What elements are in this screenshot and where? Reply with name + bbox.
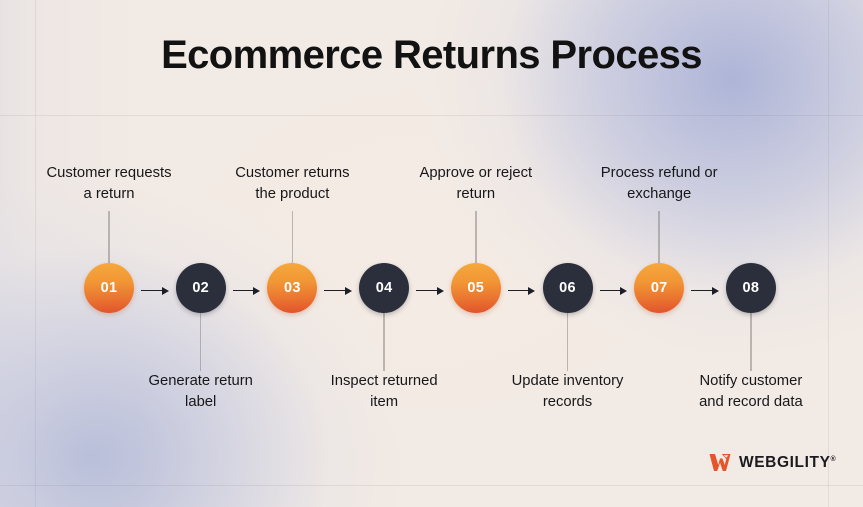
process-step-node-01[interactable]: 01 xyxy=(84,263,134,313)
arrow-head xyxy=(620,286,628,295)
step-number-01: 01 xyxy=(100,279,118,296)
page-title: Ecommerce Returns Process xyxy=(161,33,702,77)
arrow-head xyxy=(345,286,353,295)
step-label-08: Notify customer and record data xyxy=(699,373,803,410)
arrow-shaft xyxy=(507,289,529,292)
step-connector-03 xyxy=(291,211,294,263)
arrow-head xyxy=(711,286,719,295)
flow-arrow-01-to-02 xyxy=(141,286,169,295)
flow-arrow-03-to-04 xyxy=(324,286,353,295)
arrow-shaft xyxy=(232,289,254,292)
arrow-head xyxy=(161,286,169,295)
step-number-06: 06 xyxy=(559,279,576,296)
process-step-node-07[interactable]: 07 xyxy=(634,263,685,313)
process-step-node-04[interactable]: 04 xyxy=(359,263,410,313)
flow-arrow-06-to-07 xyxy=(599,286,628,295)
webgility-w-mark-icon xyxy=(709,454,731,471)
arrow-shaft xyxy=(141,289,162,292)
flow-arrow-05-to-06 xyxy=(507,286,536,295)
step-connector-04 xyxy=(383,313,385,371)
step-label-03: Customer returns the product xyxy=(235,165,350,202)
logo-wordmark: WEBGILITY® xyxy=(739,455,836,471)
flow-arrow-07-to-08 xyxy=(691,286,719,295)
step-connector-06 xyxy=(566,313,569,371)
step-number-08: 08 xyxy=(742,279,760,296)
arrow-head xyxy=(253,286,261,295)
guide-line-right xyxy=(828,0,829,507)
step-label-07: Process refund or exchange xyxy=(600,165,718,202)
step-connector-05 xyxy=(475,211,477,263)
flow-arrow-02-to-03 xyxy=(232,286,261,295)
process-step-node-06[interactable]: 06 xyxy=(542,263,593,313)
step-connector-08 xyxy=(750,313,752,371)
process-step-node-08[interactable]: 08 xyxy=(725,263,776,313)
step-label-05: Approve or reject return xyxy=(419,165,533,202)
step-number-05: 05 xyxy=(467,279,485,296)
logo-wordmark-text: WEBGILITY xyxy=(739,453,831,471)
guide-line-bottom xyxy=(0,485,863,486)
process-step-node-03[interactable]: 03 xyxy=(267,263,318,313)
flow-arrow-04-to-05 xyxy=(416,286,444,295)
step-label-02: Generate return label xyxy=(148,373,253,410)
step-number-03: 03 xyxy=(284,279,301,296)
arrow-head xyxy=(528,286,536,295)
step-number-04: 04 xyxy=(375,279,393,296)
step-connector-01 xyxy=(108,211,110,263)
step-number-07: 07 xyxy=(650,279,668,296)
step-label-06: Update inventory records xyxy=(511,373,624,410)
step-connector-02 xyxy=(199,313,202,371)
guide-line-left xyxy=(35,0,36,507)
process-step-node-02[interactable]: 02 xyxy=(175,263,226,313)
arrow-shaft xyxy=(324,289,346,292)
step-label-01: Customer requests a return xyxy=(46,165,172,202)
logo-registered-mark: ® xyxy=(830,455,836,463)
arrow-shaft xyxy=(416,289,437,292)
webgility-logo: WEBGILITY® xyxy=(709,453,836,472)
step-label-04: Inspect returned item xyxy=(330,373,438,410)
step-number-02: 02 xyxy=(192,279,210,296)
process-step-node-05[interactable]: 05 xyxy=(450,263,501,313)
guide-line-top xyxy=(0,115,863,116)
arrow-shaft xyxy=(599,289,621,292)
arrow-head xyxy=(436,286,444,295)
step-connector-07 xyxy=(658,211,660,263)
arrow-shaft xyxy=(691,289,712,292)
